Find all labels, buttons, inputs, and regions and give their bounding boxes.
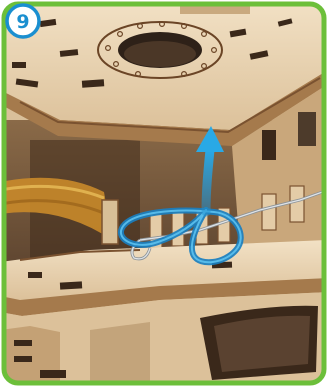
- hull-opening-inner: [214, 316, 310, 372]
- cabin-opening: [298, 112, 316, 146]
- curved-up-arrow-icon: [206, 150, 210, 212]
- cabin-window: [262, 130, 276, 160]
- hull-panel-2: [90, 322, 150, 387]
- step-number: 9: [16, 11, 29, 33]
- step-badge: 9: [7, 5, 39, 37]
